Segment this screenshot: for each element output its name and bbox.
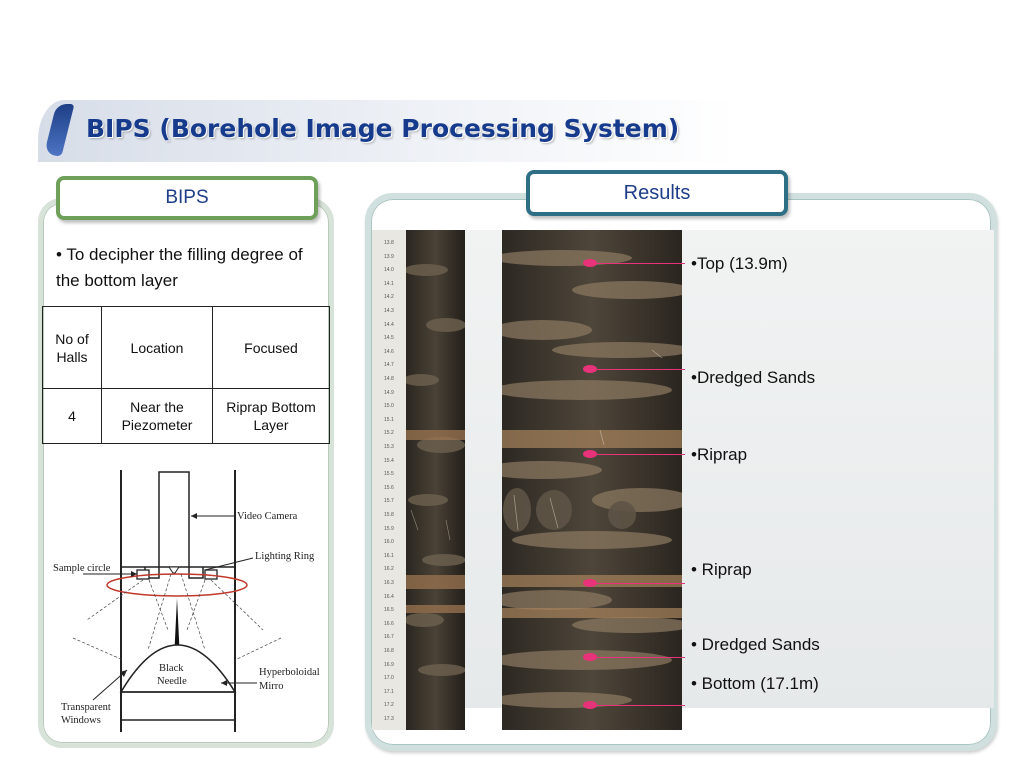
depth-tick-label: 14.3 <box>384 308 394 314</box>
label-video-camera: Video Camera <box>237 511 298 522</box>
depth-tick-label: 14.7 <box>384 362 394 369</box>
label-black-needle-line1: Black <box>159 663 184 674</box>
bips-probe-diagram: Video Camera Lighting Ring Sample circle… <box>53 470 324 732</box>
label-hyperboloidal-line2: Mirro <box>259 681 284 692</box>
depth-tick-label: 15.6 <box>384 484 394 491</box>
cell-focused: Riprap Bottom Layer <box>212 388 330 444</box>
result-marker <box>583 259 597 267</box>
table-header-row: No of Halls Location Focused <box>42 306 330 389</box>
label-transparent-line1: Transparent <box>61 702 111 713</box>
depth-tick-label: 16.3 <box>384 580 394 586</box>
slide-title: BIPS (Borehole Image Processing System) <box>86 114 680 143</box>
depth-tick-label: 16.9 <box>384 661 394 668</box>
title-banner-background <box>38 100 738 162</box>
depth-tick-label: 16.1 <box>384 552 394 559</box>
depth-tick-label: 15.9 <box>384 525 394 532</box>
header-location: Location <box>101 306 213 389</box>
depth-tick-label: 14.9 <box>384 389 394 396</box>
depth-tick-label: 16.4 <box>384 593 394 600</box>
objective-bullet: • To decipher the filling degree of the … <box>56 245 303 290</box>
results-tab: Results <box>526 170 788 216</box>
result-label: • Riprap <box>691 560 752 579</box>
result-label: • Bottom (17.1m) <box>691 674 819 693</box>
depth-tick-label: 15.5 <box>384 471 394 478</box>
depth-tick-label: 13.8 <box>384 240 394 246</box>
results-tab-label: Results <box>623 182 691 204</box>
label-lighting-ring: Lighting Ring <box>255 551 315 562</box>
cell-no-of-halls: 4 <box>42 388 102 444</box>
cell-location-text: Near the Piezometer <box>121 399 193 433</box>
depth-tick-label: 14.0 <box>384 267 394 274</box>
depth-scale-strip <box>372 230 406 730</box>
depth-tick-label: 16.8 <box>384 648 394 654</box>
result-marker-line <box>597 263 685 264</box>
survey-table: No of Halls Location Focused 4 Near the … <box>42 306 330 444</box>
bips-tab-label: BIPS <box>165 187 209 208</box>
depth-tick-label: 15.4 <box>384 457 394 464</box>
depth-tick-label: 17.3 <box>384 716 394 722</box>
label-sample-circle: Sample circle <box>53 563 111 574</box>
depth-tick-label: 14.5 <box>384 335 394 342</box>
depth-tick-label: 15.0 <box>384 403 394 410</box>
result-marker <box>583 450 597 458</box>
depth-tick-label: 15.2 <box>384 430 394 437</box>
results-panel-background <box>372 230 994 708</box>
result-label: •Dredged Sands <box>691 368 816 387</box>
result-label: •Top (13.9m) <box>691 254 788 273</box>
result-marker-line <box>597 369 685 370</box>
borehole-core-image-wide <box>482 230 692 730</box>
depth-tick-label: 13.9 <box>384 253 394 260</box>
depth-tick-label: 14.8 <box>384 376 394 382</box>
result-label: • Dredged Sands <box>691 635 820 654</box>
result-marker-line <box>597 454 685 455</box>
result-marker-line <box>597 583 685 584</box>
label-hyperboloidal-line1: Hyperboloidal <box>259 667 320 678</box>
result-marker <box>583 365 597 373</box>
result-marker-line <box>597 705 685 706</box>
label-transparent-line2: Windows <box>61 715 101 726</box>
depth-tick-label: 15.8 <box>384 512 394 518</box>
result-label: •Riprap <box>691 445 748 464</box>
depth-tick-label: 14.2 <box>384 294 394 301</box>
depth-tick-label: 16.7 <box>384 634 394 641</box>
result-marker <box>583 579 597 587</box>
header-focused: Focused <box>212 306 330 389</box>
result-marker <box>583 701 597 709</box>
label-black-needle-line2: Needle <box>157 676 187 687</box>
header-no-of-halls: No of Halls <box>42 306 102 389</box>
depth-tick-label: 16.0 <box>384 539 394 546</box>
depth-tick-label: 17.1 <box>384 688 394 695</box>
depth-tick-label: 17.2 <box>384 702 394 709</box>
depth-tick-label: 15.7 <box>384 498 394 505</box>
cell-location: Near the Piezometer <box>101 388 213 444</box>
title-banner: BIPS (Borehole Image Processing System) <box>38 100 738 162</box>
depth-tick-label: 14.1 <box>384 280 394 287</box>
result-marker-line <box>597 657 685 658</box>
depth-tick-label: 15.3 <box>384 444 394 450</box>
header-no-of-halls-text: No of Halls <box>55 330 89 365</box>
depth-tick-label: 17.0 <box>384 675 394 682</box>
table-row: 4 Near the Piezometer Riprap Bottom Laye… <box>42 388 330 444</box>
cell-focused-text: Riprap Bottom Layer <box>226 399 316 433</box>
bips-tab: BIPS <box>56 176 318 220</box>
depth-tick-label: 16.5 <box>384 607 394 614</box>
depth-tick-label: 16.6 <box>384 620 394 627</box>
borehole-core-image-narrow <box>403 230 466 730</box>
depth-tick-label: 15.1 <box>384 416 394 423</box>
result-marker <box>583 653 597 661</box>
depth-tick-label: 16.2 <box>384 566 394 573</box>
depth-tick-label: 14.4 <box>384 321 394 328</box>
depth-tick-label: 14.6 <box>384 348 394 355</box>
